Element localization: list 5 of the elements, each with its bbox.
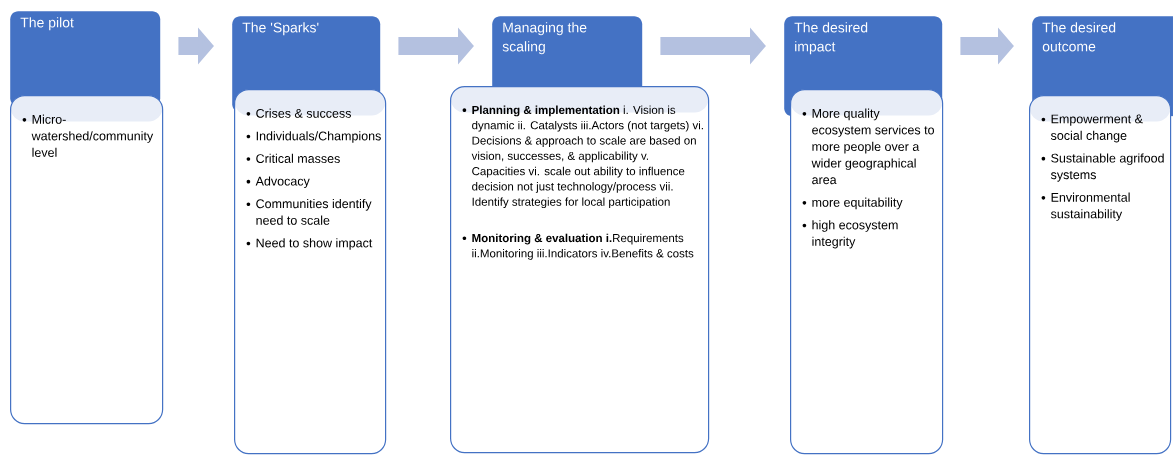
content-box: More quality ecosystem services to more people over a wider geographical area more equitability high ecosystem integrity <box>790 89 944 455</box>
content-box: Empowerment & social change Sustainable agrifood systems Environmental sustainability <box>1029 95 1172 455</box>
content-box: Planning & implementation i. Vision is dynamic ii. Catalysts iii.Actors (not targets) vi. Decisions & approach to scale are based on vision, successes, & applicability v. Capacities vi. scale out ability to influence decision not just technology/process vii. Identify strategies for local participation Monitoring & evaluation i.Requirements ii.Monitoring iii.Indicators iv.Benefits & costs <box>450 86 710 454</box>
content-box: Crises & success Individuals/Champions Critical masses Advocacy Communities identify need to scale Need to show impact <box>234 89 387 455</box>
content-box: Micro-watershed/community level <box>10 95 164 425</box>
